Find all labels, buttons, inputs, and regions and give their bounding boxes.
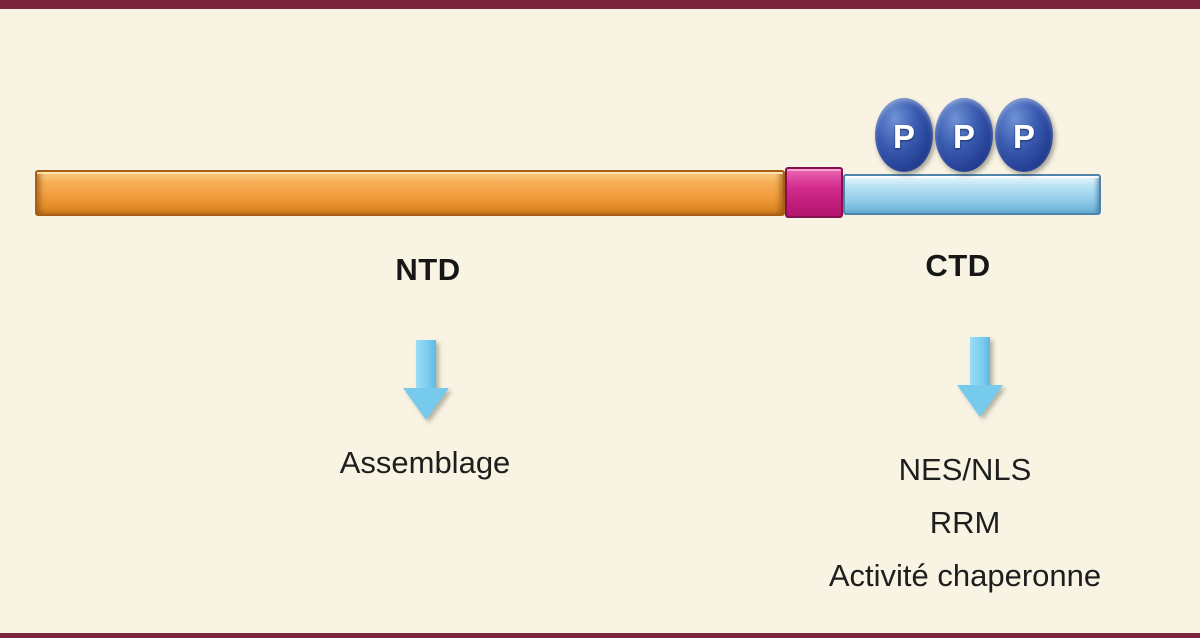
ctd-functions-text: NES/NLS RRM Activité chaperonne (740, 443, 1190, 602)
ntd-function-text: Assemblage (339, 445, 511, 480)
top-border-rule (0, 0, 1200, 9)
phospho-site-icon: P (995, 98, 1053, 172)
linker-segment-bar (785, 167, 843, 218)
ctd-down-arrow-icon (957, 337, 1003, 417)
arrow-shaft (970, 337, 990, 385)
ctd-function-line: NES/NLS (898, 452, 1032, 487)
phospho-site-label: P (1012, 118, 1035, 155)
ctd-domain-bar (843, 174, 1101, 215)
ctd-function-line: Activité chaperonne (828, 558, 1102, 593)
phospho-site-label: P (892, 118, 915, 155)
arrow-head (957, 385, 1003, 417)
ctd-label: CTD (925, 248, 991, 283)
arrow-shaft (416, 340, 436, 388)
ctd-function-line: RRM (929, 505, 1001, 540)
phospho-site-icon: P (935, 98, 993, 172)
phospho-site-icon: P (875, 98, 933, 172)
phosphorylation-sites-group: P P P (875, 98, 1053, 172)
ntd-domain-bar (35, 170, 785, 216)
phospho-site-label: P (952, 118, 975, 155)
ntd-label: NTD (395, 252, 461, 287)
arrow-head (403, 388, 449, 420)
ntd-down-arrow-icon (403, 340, 449, 420)
bottom-border-rule (0, 633, 1200, 638)
